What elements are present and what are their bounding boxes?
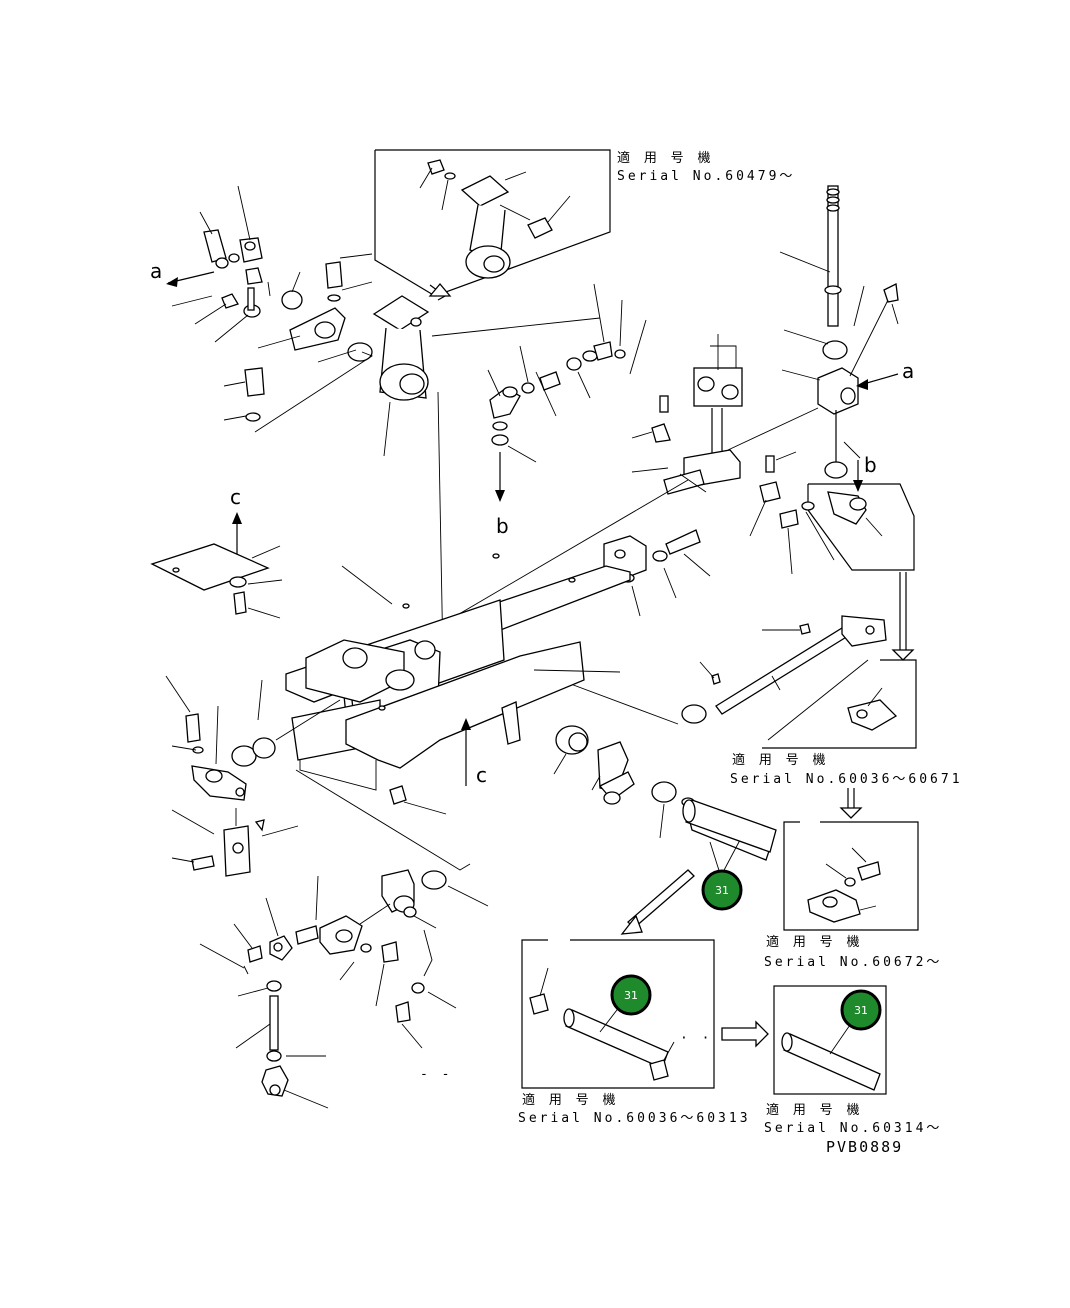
main-shaft-31 <box>682 799 777 881</box>
serial-number-1: Serial No.60479～ <box>617 169 795 184</box>
faint-dots-mark: - - <box>420 1067 452 1082</box>
arrow-a-left <box>166 271 215 287</box>
part-number-31-inset-left: 31 <box>624 989 638 1002</box>
inset-frame-60314 <box>773 985 887 1095</box>
drawing-code: PVB0889 <box>826 1138 903 1156</box>
serial-number-2: Serial No.60036～60671 <box>730 772 963 787</box>
shift-fork <box>359 334 797 673</box>
serial-number-3: Serial No.60672～ <box>764 955 942 970</box>
elbow-fittings <box>487 283 647 502</box>
lower-right-rod <box>559 615 917 749</box>
plate-cover-c <box>150 512 283 619</box>
ref-letter-a-left: a <box>150 259 162 283</box>
faint-dots-mark-2: · · · <box>680 1031 734 1046</box>
top-left-linkage <box>171 185 373 433</box>
ref-letter-a-right: a <box>902 359 914 383</box>
serial-number-4: Serial No.60036～60313 <box>518 1111 751 1126</box>
right-shaft-assembly <box>727 185 899 479</box>
shift-lever <box>372 282 601 661</box>
ref-letter-c-bottom: c <box>476 763 487 787</box>
serial-heading-3: 適 用 号 機 <box>766 934 862 950</box>
part-callout-31-main[interactable]: 31 <box>701 869 743 911</box>
inset-frame-60036-60313: · · · <box>521 939 734 1089</box>
serial-heading-2: 適 用 号 機 <box>732 752 828 768</box>
part-number-31-main: 31 <box>715 884 729 897</box>
inset-frame-60479 <box>374 149 611 297</box>
serial-heading-5: 適 用 号 機 <box>766 1102 862 1118</box>
serial-heading-1: 適 用 号 機 <box>617 150 713 166</box>
part-callout-31-inset-left[interactable]: 31 <box>610 974 652 1016</box>
ref-letter-b-right: b <box>864 453 877 477</box>
arrow-to-inset-60036 <box>620 869 695 935</box>
ref-letter-c-top: c <box>230 485 241 509</box>
ref-letter-b-center: b <box>496 514 509 538</box>
arrow-c-bottom <box>461 718 471 786</box>
serial-heading-4: 適 用 号 機 <box>522 1092 618 1108</box>
inset-bracket-drawing <box>419 159 571 279</box>
left-linkage <box>165 675 341 877</box>
part-callout-31-inset-right[interactable]: 31 <box>840 989 882 1031</box>
arrow-to-inset-60314 <box>721 1020 769 1048</box>
down-arrow-60672 <box>839 788 863 819</box>
part-number-31-inset-right: 31 <box>854 1004 868 1017</box>
inset-frame-60672 <box>783 821 919 931</box>
lower-left-rod: - - <box>199 869 489 1109</box>
bearings-yoke <box>553 725 771 875</box>
bracket-b-right <box>779 460 915 661</box>
serial-number-5: Serial No.60314～ <box>764 1121 942 1136</box>
arrow-a-right <box>856 373 899 390</box>
main-case: b <box>285 514 631 871</box>
